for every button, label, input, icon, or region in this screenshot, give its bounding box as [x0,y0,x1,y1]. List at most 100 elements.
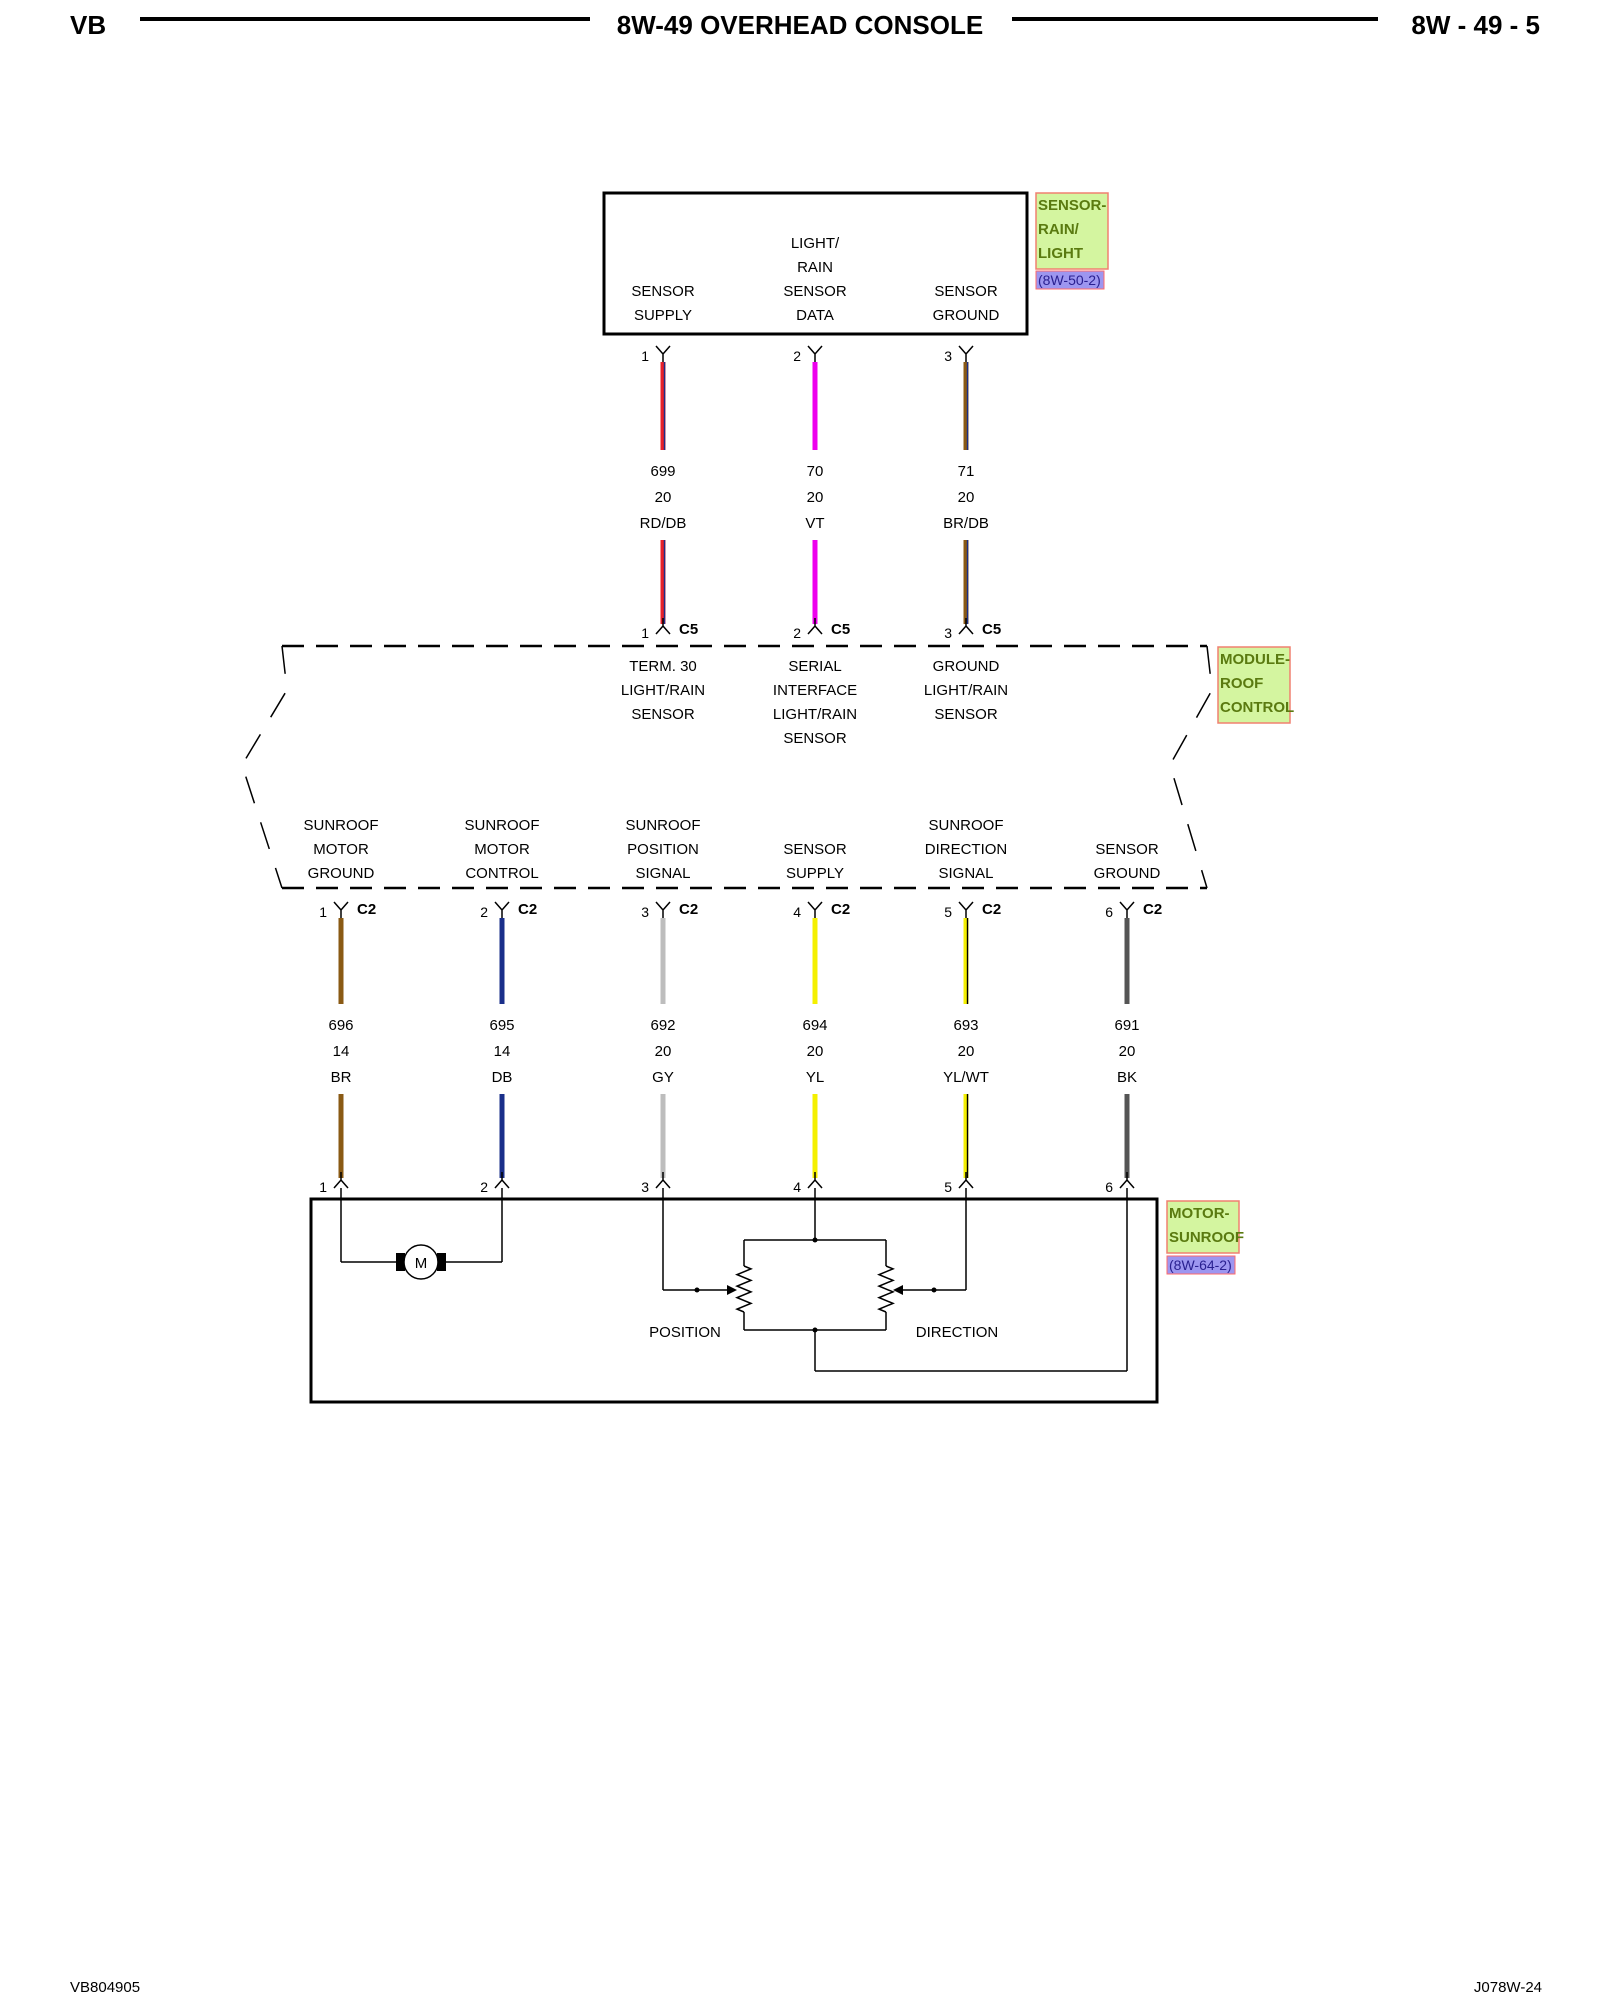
sensor-tag-line: SENSOR- [1038,197,1106,214]
module-c5-pin-number: 2 [793,625,801,641]
motor-terminal [958,1172,974,1189]
circuit-number: 70 [807,463,824,480]
junction-dot [812,1237,818,1243]
circuit-number: 696 [328,1017,353,1034]
module-dashed-left [241,645,288,889]
wire-color-code: BR/DB [943,515,989,532]
connector-id: C2 [831,901,850,918]
wire-gauge: 20 [1119,1043,1136,1060]
sensor-tag-line: LIGHT [1038,245,1083,262]
motor-pin-number: 2 [480,1179,488,1195]
motor-pin-number: 3 [641,1179,649,1195]
module-c5-label: SENSOR [783,730,847,747]
module-c2-pin-number: 6 [1105,904,1113,920]
module-c2-label: DIRECTION [925,841,1008,858]
motor-pin-number: 1 [319,1179,327,1195]
module-c2-label: SUNROOF [304,817,379,834]
motor-brush-right [437,1253,446,1271]
sensor-pin-label: LIGHT/ [791,235,840,252]
circuit-number: 693 [953,1017,978,1034]
header-rule-right [1012,17,1378,21]
module-c2-label: SUPPLY [786,865,844,882]
sensor-ref: (8W-50-2) [1038,272,1101,288]
module-c2-pin-number: 3 [641,904,649,920]
module-c2-label: SENSOR [1095,841,1159,858]
sensor-pin-label: RAIN [797,259,833,276]
circuit-number: 691 [1114,1017,1139,1034]
connector-id: C5 [679,621,698,638]
motor-tag-box [1166,1200,1240,1254]
motor-tag-line: MOTOR- [1169,1205,1230,1222]
module-c2-label: SUNROOF [465,817,540,834]
sensor-pin-label: SENSOR [631,283,695,300]
motor-pin-number: 4 [793,1179,801,1195]
module-c2-terminal [494,901,510,918]
wire-color-code: GY [652,1069,674,1086]
sensor-pin-number: 2 [793,348,801,364]
wire-color-code: BK [1117,1069,1137,1086]
module-c2-label: SUNROOF [929,817,1004,834]
motor-ref-box [1166,1255,1236,1275]
motor-box [309,1197,1159,1404]
wire-color-code: BR [331,1069,352,1086]
sensor-pin-label: SENSOR [783,283,847,300]
wire-gauge: 14 [333,1043,350,1060]
module-c2-terminal [333,901,349,918]
module-c2-label: SENSOR [783,841,847,858]
motor-terminal [333,1172,349,1189]
document-code: VB804905 [70,1979,141,1996]
connector-id: C2 [518,901,537,918]
sensor-box [602,191,1029,336]
module-c2-pin-number: 5 [944,904,952,920]
motor-ref: (8W-64-2) [1169,1257,1232,1273]
page-code-left: VB [70,10,107,40]
wire-color-code: RD/DB [640,515,687,532]
wire-gauge: 20 [958,1043,975,1060]
wire-color-code: YL/WT [943,1069,989,1086]
module-c2-label: CONTROL [465,865,538,882]
motor-terminal [494,1172,510,1189]
module-c2-label: SIGNAL [635,865,690,882]
module-c5-label: LIGHT/RAIN [924,682,1008,699]
module-c5-label: SENSOR [934,706,998,723]
sensor-terminal [807,345,823,362]
module-tag-line: MODULE- [1220,651,1290,668]
header-rule-left [140,17,590,21]
sensor-ref-box [1035,270,1105,290]
module-c5-pin-number: 1 [641,625,649,641]
junction-dot [931,1287,937,1293]
wire-gauge: 14 [494,1043,511,1060]
motor-symbol [403,1244,439,1280]
module-c2-label: GROUND [308,865,375,882]
direction-resistor [877,1265,895,1313]
motor-tag-line: SUNROOF [1169,1229,1244,1246]
sensor-terminal [958,345,974,362]
sensor-pin-label: GROUND [933,307,1000,324]
module-c5-label: LIGHT/RAIN [621,682,705,699]
module-c2-label: MOTOR [474,841,530,858]
module-dashed-right [1169,645,1213,889]
module-c5-terminal [807,618,823,635]
connector-id: C5 [831,621,850,638]
circuit-number: 699 [650,463,675,480]
circuit-number: 695 [489,1017,514,1034]
module-c2-terminal [807,901,823,918]
circuit-number: 71 [958,463,975,480]
module-c5-terminal [958,618,974,635]
module-c5-label: TERM. 30 [629,658,697,675]
wire-gauge: 20 [807,1043,824,1060]
module-c2-label: POSITION [627,841,699,858]
sensor-tag-box [1035,192,1109,270]
module-c2-pin-number: 4 [793,904,801,920]
module-c5-label: LIGHT/RAIN [773,706,857,723]
module-c2-terminal [1119,901,1135,918]
sensor-pin-label: SUPPLY [634,307,692,324]
motor-pin-number: 5 [944,1179,952,1195]
motor-terminal [807,1172,823,1189]
module-c2-label: MOTOR [313,841,369,858]
wire-gauge: 20 [655,1043,672,1060]
position-wiper-arrow [727,1285,737,1295]
motor-pin-number: 6 [1105,1179,1113,1195]
junction-dot [694,1287,700,1293]
